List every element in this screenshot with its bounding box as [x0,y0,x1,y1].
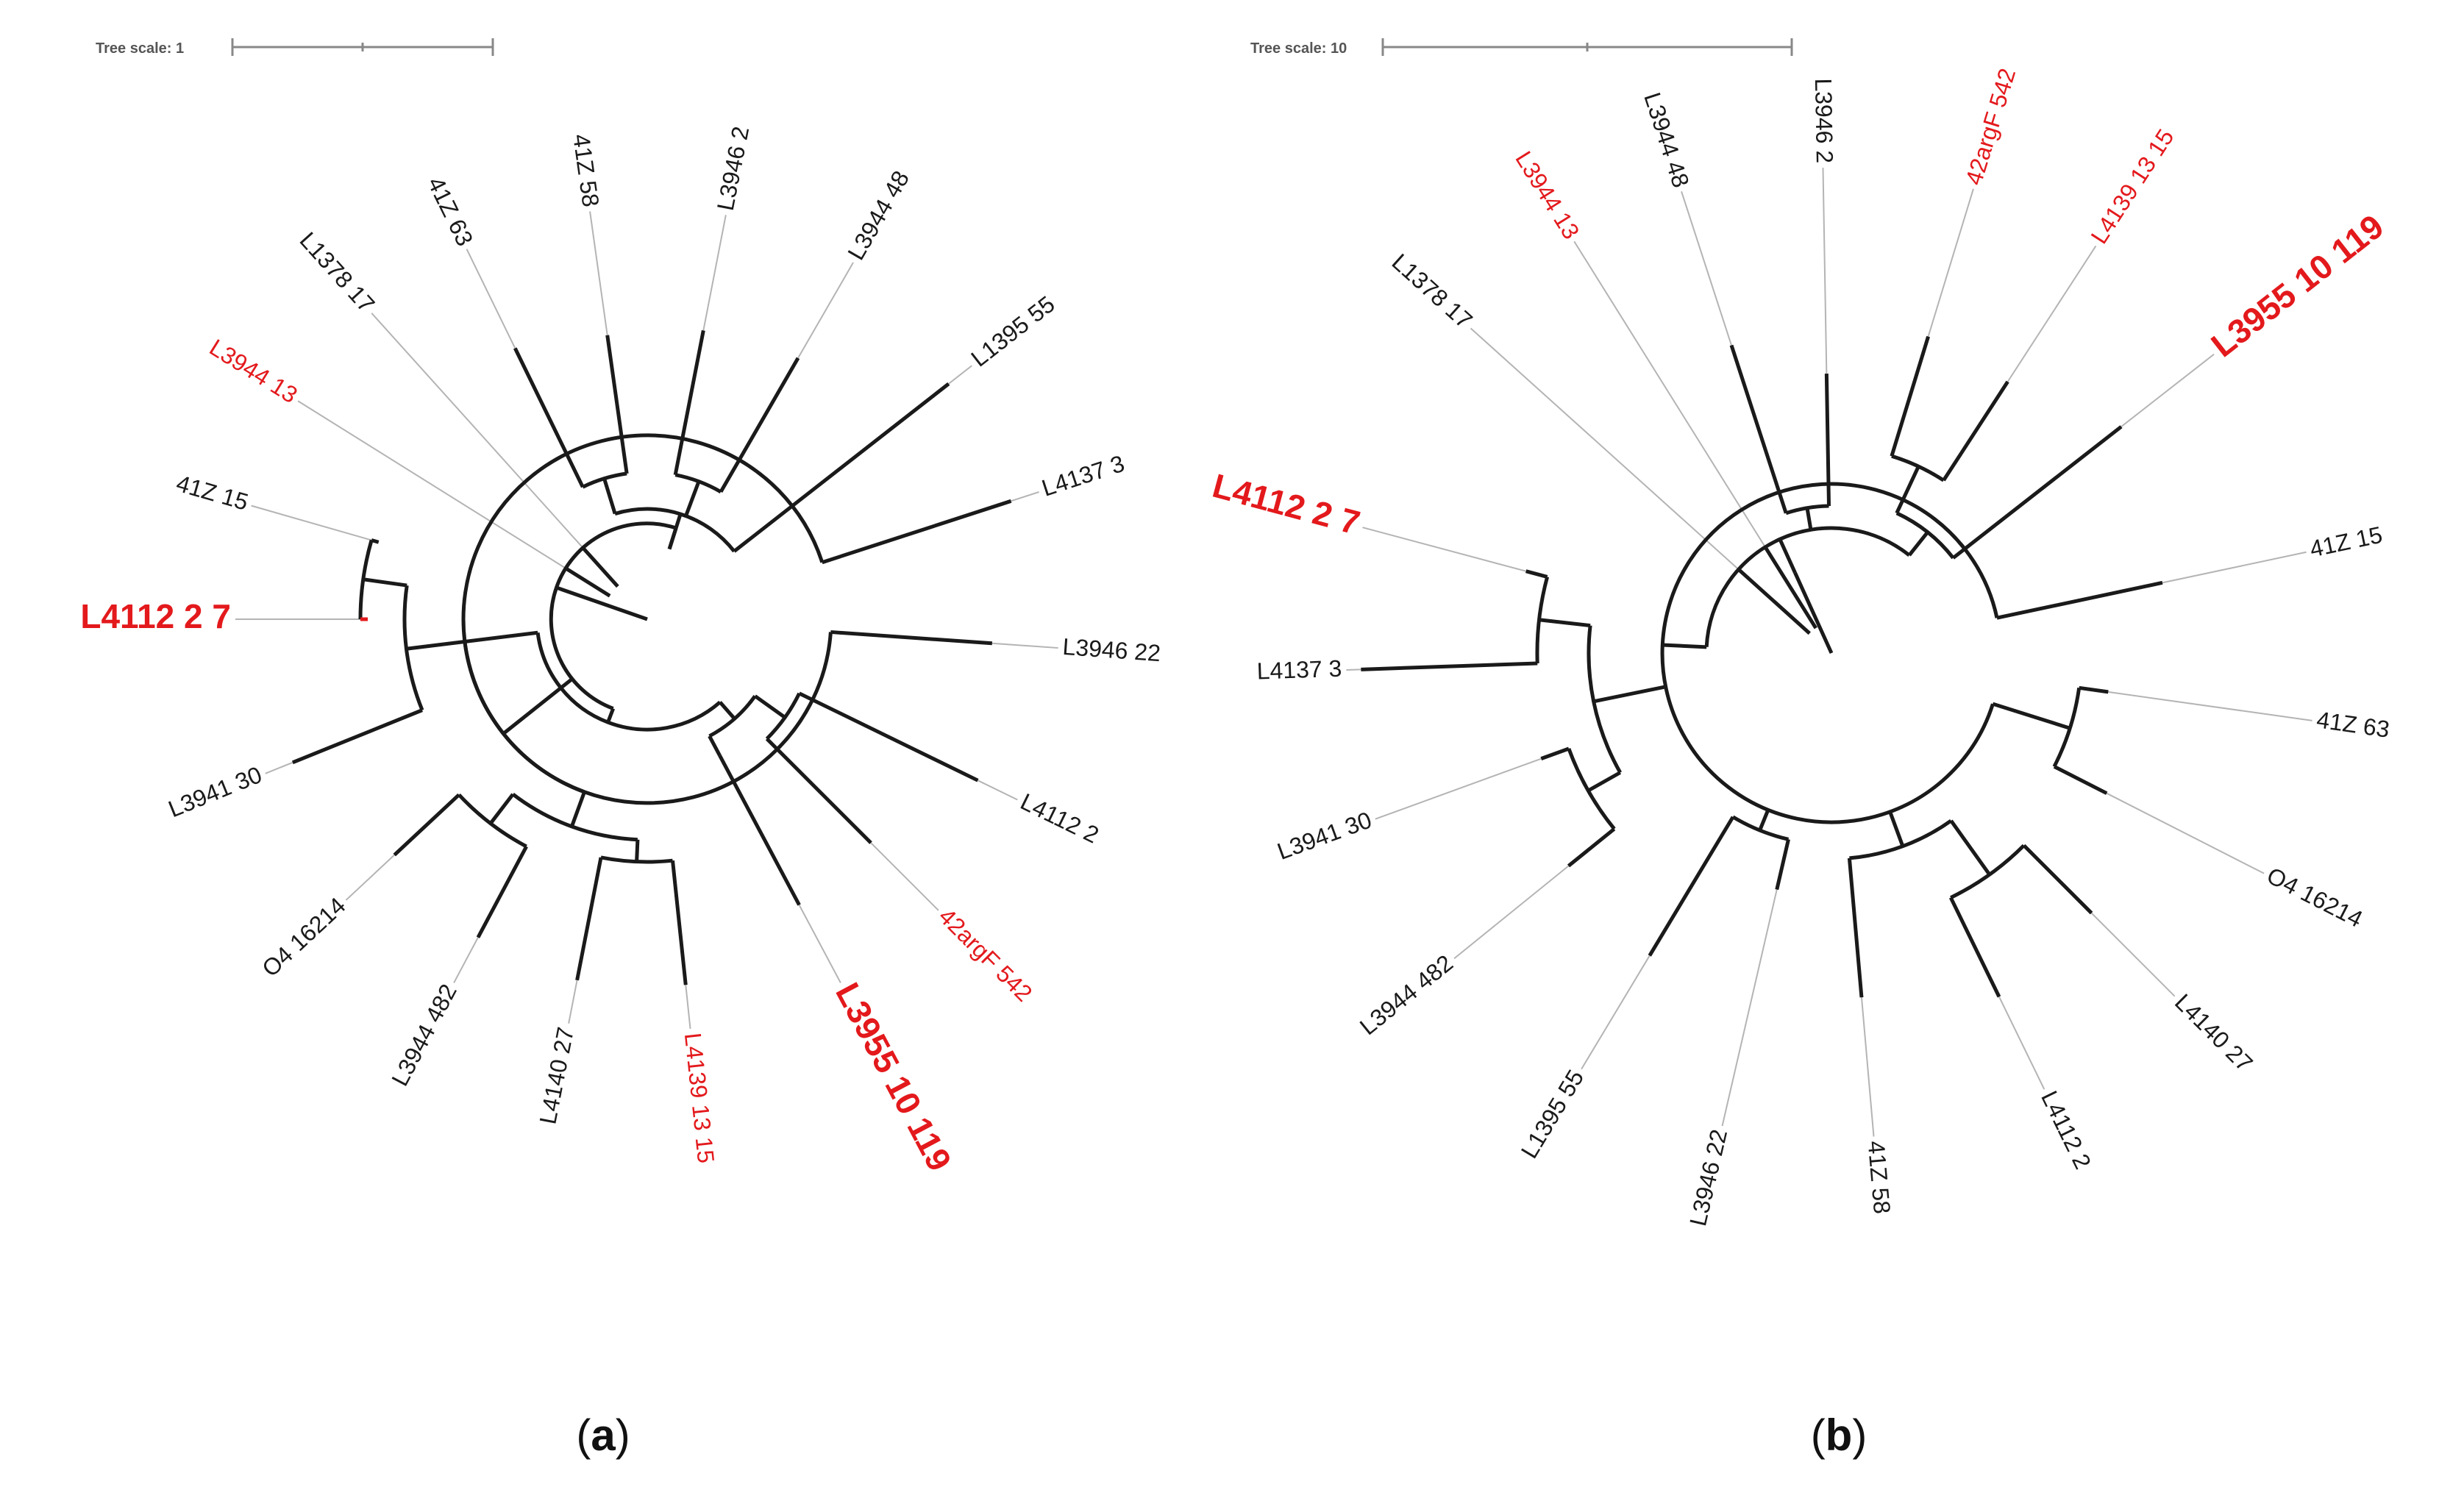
leaf-label: L3944 482 [386,980,462,1090]
leaf-label: L3944 48 [1639,89,1694,190]
leaf-guide-lines-a [235,211,1058,1030]
leaf-label: 42argF 542 [933,903,1037,1007]
panel-caption-a: (a) [576,1411,630,1460]
leaf-label: L4139 13 15 [2085,124,2179,249]
leaf-label: O4 16214 [2262,862,2367,933]
panel-a-tree: Tree scale: 1 L4112 2 7 41Z 15 L3941 30 O4 … [80,38,1161,1460]
leaf-label: L4137 3 [1039,450,1128,502]
leaf-guide-lines-b [1346,168,2312,1137]
leaf-labels-b: L1378 17 L3944 13 L3944 48 L3946 2 42argF 54… [1208,65,2391,1229]
leaf-label: L4112 2 [2036,1087,2096,1174]
leaf-label: O4 16214 [257,892,350,982]
leaf-label: L1395 55 [1516,1065,1589,1163]
leaf-label: L3941 30 [165,761,266,822]
leaf-label: 41Z 58 [1863,1140,1896,1215]
leaf-label: L4140 27 [2170,988,2258,1077]
leaf-label: L1395 55 [966,290,1059,372]
leaf-label: L4112 2 7 [80,597,231,635]
tree-scale-bar-a: Tree scale: 1 [96,38,494,57]
leaf-label: L4139 13 15 [680,1032,719,1165]
leaf-label: L3944 48 [842,166,914,265]
leaf-label: L3955 10 119 [2204,207,2390,364]
leaf-label: 42argF 542 [1960,65,2020,188]
leaf-label: 41Z 58 [568,132,605,209]
leaf-label: L3944 482 [1355,949,1458,1040]
leaf-label: L4140 27 [534,1025,579,1127]
tree-scale-bar-b: Tree scale: 10 [1250,38,1793,57]
tree-scale-label-b: Tree scale: 10 [1250,40,1347,57]
leaf-label: L4112 2 [1016,788,1103,849]
leaf-label: L3946 2 [1810,78,1838,163]
tree-scale-label-a: Tree scale: 1 [96,40,184,57]
tree-branches-a [291,329,1012,985]
leaf-label: L3955 10 119 [828,977,959,1177]
leaf-label: 41Z 63 [2315,706,2391,743]
leaf-label: L4112 2 7 [1208,466,1364,542]
tree-branches-b [1361,335,2163,998]
leaf-label: L3941 30 [1274,806,1375,864]
leaf-label: L1378 17 [1387,249,1478,334]
leaf-label: L3946 2 [712,124,754,213]
leaf-label: L3944 13 [1510,146,1584,243]
leaf-label: L1378 17 [295,227,380,317]
panel-caption-b: (b) [1811,1411,1867,1460]
leaf-label: L4137 3 [1256,655,1342,685]
leaf-label: 41Z 15 [2307,521,2385,563]
leaf-label: 41Z 15 [174,470,252,516]
leaf-label: 41Z 63 [422,173,478,250]
leaf-label: L3944 13 [205,334,302,408]
leaf-label: L3946 22 [1062,633,1162,666]
leaf-label: L3946 22 [1684,1127,1732,1228]
